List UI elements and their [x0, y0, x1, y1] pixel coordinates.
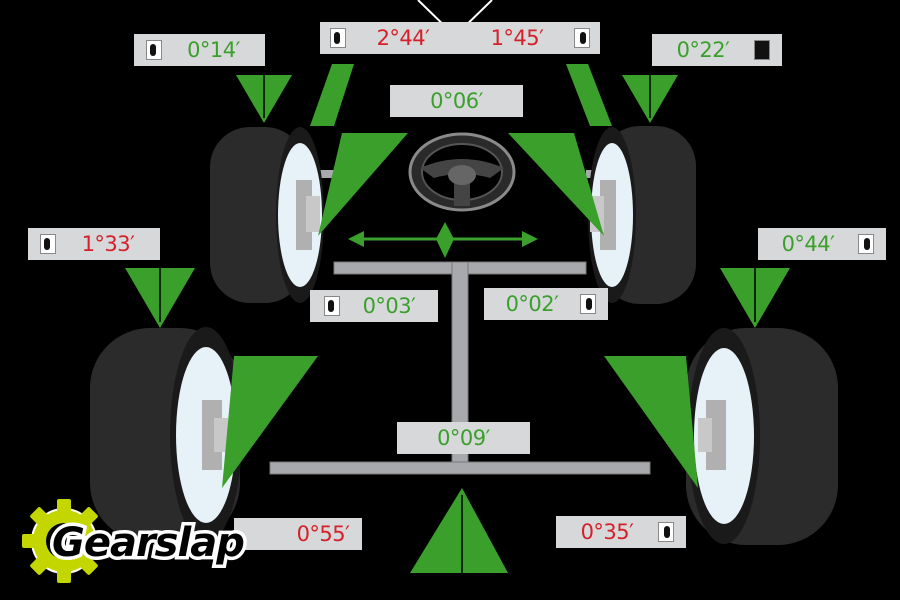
steering-center-arrows — [348, 222, 538, 258]
wheel-indicator-icon — [324, 296, 340, 316]
rear-axle — [269, 461, 651, 475]
gearslap-logo: Gearslap — [22, 499, 249, 583]
arrow-front-right-toe — [508, 133, 604, 236]
arrow-thrust — [410, 488, 508, 573]
arrow-front-right-caster — [566, 64, 612, 126]
steering-wheel-icon — [408, 132, 516, 212]
logo-text: Gearslap — [52, 520, 244, 566]
rear-right-toe-value: 0°35′ — [580, 520, 634, 544]
front-left-toe-value: 0°03′ — [362, 294, 416, 318]
steering-wheel-value: 0°06′ — [430, 89, 483, 113]
front-right-camber-label: 0°22′ — [652, 34, 782, 66]
wheel-indicator-icon — [754, 40, 770, 60]
wheel-indicator-icon — [330, 28, 346, 48]
wheel-indicator-icon — [146, 40, 162, 60]
front-right-toe-label: 0°02′ — [484, 288, 608, 320]
front-right-caster-value: 1°45′ — [490, 26, 544, 50]
front-right-camber-value: 0°22′ — [676, 38, 730, 62]
wheel-indicator-icon — [658, 522, 674, 542]
arrow-rear-right-toe — [604, 356, 698, 488]
wheel-indicator-icon — [40, 234, 56, 254]
front-right-toe-value: 0°02′ — [505, 292, 559, 316]
wheel-indicator-icon — [574, 28, 590, 48]
wheel-indicator-icon — [858, 234, 874, 254]
rear-right-wheel — [686, 328, 838, 545]
rear-left-camber-value: 1°33′ — [81, 232, 135, 256]
rear-left-camber-label: 1°33′ — [28, 228, 160, 260]
front-left-camber-value: 0°14′ — [187, 38, 240, 62]
rear-right-toe-label: 0°35′ — [556, 516, 686, 548]
thrust-angle-label: 0°09′ — [397, 422, 530, 454]
front-left-wheel — [210, 127, 324, 303]
front-right-wheel — [588, 126, 696, 304]
rear-right-camber-value: 0°44′ — [781, 232, 835, 256]
steering-wheel-label: 0°06′ — [390, 85, 523, 117]
front-left-caster-value: 2°44′ — [376, 26, 430, 50]
gear-icon — [22, 499, 106, 583]
arrow-front-left-caster — [310, 64, 354, 126]
arrow-rear-left-toe — [222, 356, 318, 488]
rear-left-toe-label: 0°55′ — [234, 518, 362, 550]
rear-left-wheel — [90, 327, 242, 543]
front-left-camber-label: 0°14′ — [134, 34, 265, 66]
caster-label: 2°44′ 1°45′ — [320, 22, 600, 54]
rear-left-toe-value: 0°55′ — [296, 522, 350, 546]
front-left-toe-label: 0°03′ — [310, 290, 438, 322]
rear-right-camber-label: 0°44′ — [758, 228, 886, 260]
indicator-arrows — [125, 64, 790, 573]
thrust-angle-value: 0°09′ — [437, 426, 490, 450]
wheel-indicator-icon — [580, 294, 596, 314]
arrow-front-left-toe — [318, 133, 408, 236]
